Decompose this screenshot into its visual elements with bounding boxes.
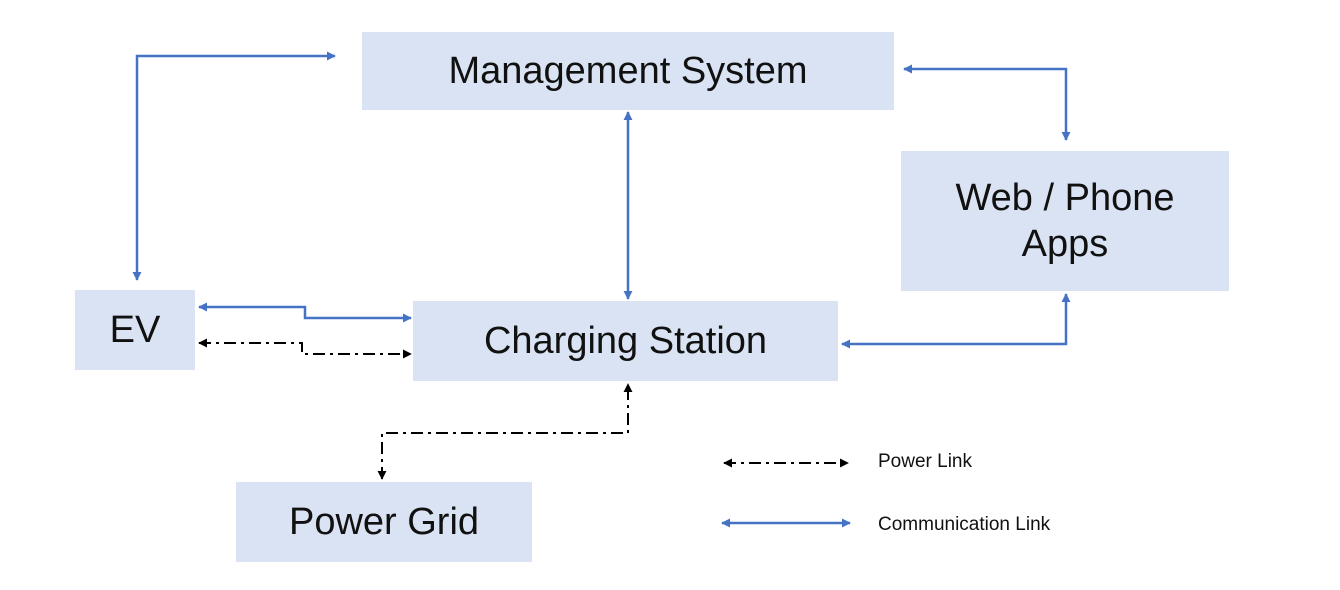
comm-link-ev-management (132, 51, 336, 281)
legend-communication-link-label: Communication Link (878, 514, 1051, 535)
web-phone-apps-label: Web / Phone Apps (955, 176, 1175, 265)
power-grid-label: Power Grid (288, 500, 480, 543)
management-system-box: Management System (362, 32, 894, 110)
comm-link-management-webapps (903, 64, 1071, 141)
comm-link-charging-webapps (841, 293, 1071, 349)
management-system-label: Management System (448, 49, 808, 92)
comm-link-ev-charging (198, 302, 412, 323)
power-link-grid-charging (377, 383, 633, 480)
ev-box: EV (75, 290, 195, 370)
power-link-ev-charging (198, 338, 412, 359)
power-grid-box: Power Grid (236, 482, 532, 562)
legend-power-link-label: Power Link (878, 451, 972, 472)
ev-label: EV (109, 308, 161, 351)
web-phone-apps-box: Web / Phone Apps (901, 151, 1229, 291)
charging-station-label: Charging Station (483, 319, 768, 362)
charging-station-box: Charging Station (413, 301, 838, 381)
